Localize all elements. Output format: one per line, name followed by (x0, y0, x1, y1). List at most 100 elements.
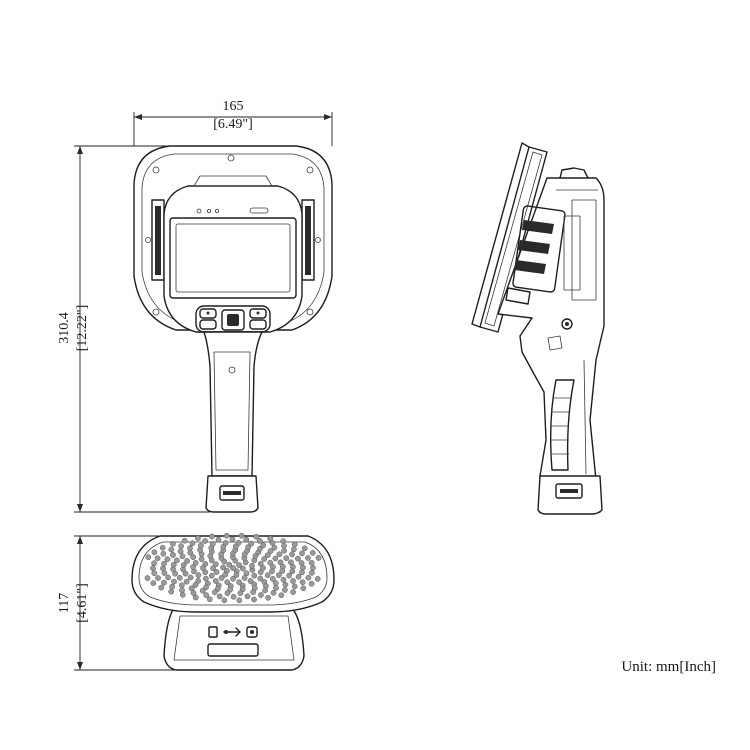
plate-hole (273, 585, 279, 591)
plate-hole (150, 580, 157, 586)
plate-hole (289, 551, 295, 558)
plate-hole (308, 580, 315, 587)
plate-hole (289, 568, 296, 575)
plate-hole (195, 572, 202, 579)
plate-hole (190, 564, 196, 570)
plate-hole (258, 592, 264, 598)
plate-hole (210, 565, 216, 572)
plate-hole (243, 536, 250, 543)
plate-hole (161, 579, 167, 586)
plate-hole (236, 579, 242, 586)
plate-hole (187, 574, 194, 581)
plate-hole (299, 550, 305, 557)
plate-hole (154, 555, 161, 562)
plate-hole (267, 559, 274, 566)
plate-hole (155, 575, 161, 581)
plate-hole (279, 568, 286, 574)
plate-hole (202, 561, 209, 567)
plate-hole (272, 555, 279, 562)
plate-hole (170, 561, 177, 568)
plate-hole (237, 590, 244, 596)
plate-hole (192, 582, 199, 588)
plate-hole (251, 572, 258, 579)
plate-hole (244, 593, 251, 600)
plate-hole (190, 554, 197, 560)
plate-hole (272, 580, 279, 587)
plate-hole (241, 575, 248, 581)
plate-hole (150, 565, 156, 572)
plate-hole (236, 562, 242, 568)
plate-hole (199, 587, 206, 594)
plate-hole (271, 544, 278, 551)
plate-hole (179, 587, 185, 594)
plate-hole (282, 581, 289, 588)
plate-hole (309, 550, 316, 556)
unit-note: Unit: mm[Inch] (621, 659, 716, 675)
front-view (133, 145, 333, 513)
plate-hole (212, 578, 219, 584)
plate-hole (315, 555, 322, 561)
plate-hole (278, 592, 285, 599)
plate-hole (158, 584, 165, 591)
plate-hole (305, 555, 311, 561)
plate-hole (189, 540, 196, 547)
plate-hole (290, 578, 296, 584)
depth-inch-label: [4.61"] (75, 583, 90, 623)
plate-hole (151, 549, 158, 556)
width-dimension: 165 [6.49"] (133, 99, 333, 146)
plate-hole (250, 589, 256, 595)
plate-hole (257, 545, 263, 552)
plate-hole (187, 549, 194, 556)
plate-hole (145, 554, 152, 560)
plate-hole (229, 536, 236, 543)
plate-hole (210, 541, 216, 547)
plate-hole (276, 572, 282, 578)
plate-hole (230, 575, 236, 582)
plate-hole (182, 570, 189, 577)
plate-hole (235, 540, 242, 546)
port-icons (208, 626, 258, 638)
plate-hole (161, 560, 167, 567)
plate-hole (160, 550, 167, 557)
plate-hole (269, 576, 276, 582)
plate-hole (277, 559, 284, 566)
plate-hole (280, 576, 287, 583)
plate-hole (169, 583, 175, 590)
plate-hole (256, 538, 263, 544)
plate-hole (291, 546, 297, 553)
plate-hole (198, 542, 204, 549)
plate-hole (276, 551, 283, 558)
plate-hole (233, 572, 240, 578)
plate-hole (264, 572, 271, 579)
plate-hole (190, 590, 197, 596)
plate-hole (208, 572, 215, 579)
plate-hole (299, 569, 305, 576)
plate-hole (213, 569, 220, 575)
plate-hole (305, 574, 312, 581)
plate-hole (281, 542, 287, 549)
plate-hole (265, 594, 271, 601)
plate-hole (203, 592, 210, 598)
plate-hole (253, 533, 260, 540)
plate-hole (160, 565, 166, 572)
plate-hole (310, 564, 316, 571)
height-mm-label: 310.4 (57, 312, 72, 344)
plate-hole (211, 589, 218, 596)
plate-hole (151, 560, 157, 567)
keypad (195, 305, 271, 333)
plate-hole (203, 575, 209, 582)
plate-hole (243, 570, 250, 577)
top-view (131, 532, 335, 671)
plate-hole (247, 578, 254, 584)
side-view (471, 142, 605, 515)
plate-hole (222, 540, 229, 546)
plate-hole (144, 575, 151, 581)
plate-hole (187, 545, 193, 551)
plate-hole (223, 532, 230, 539)
power-jack-icon (246, 626, 258, 638)
width-inch-label: [6.49"] (213, 117, 253, 132)
plate-hole (314, 576, 321, 582)
plate-hole (164, 556, 171, 563)
plate-hole (261, 556, 268, 562)
plate-hole (230, 565, 236, 571)
